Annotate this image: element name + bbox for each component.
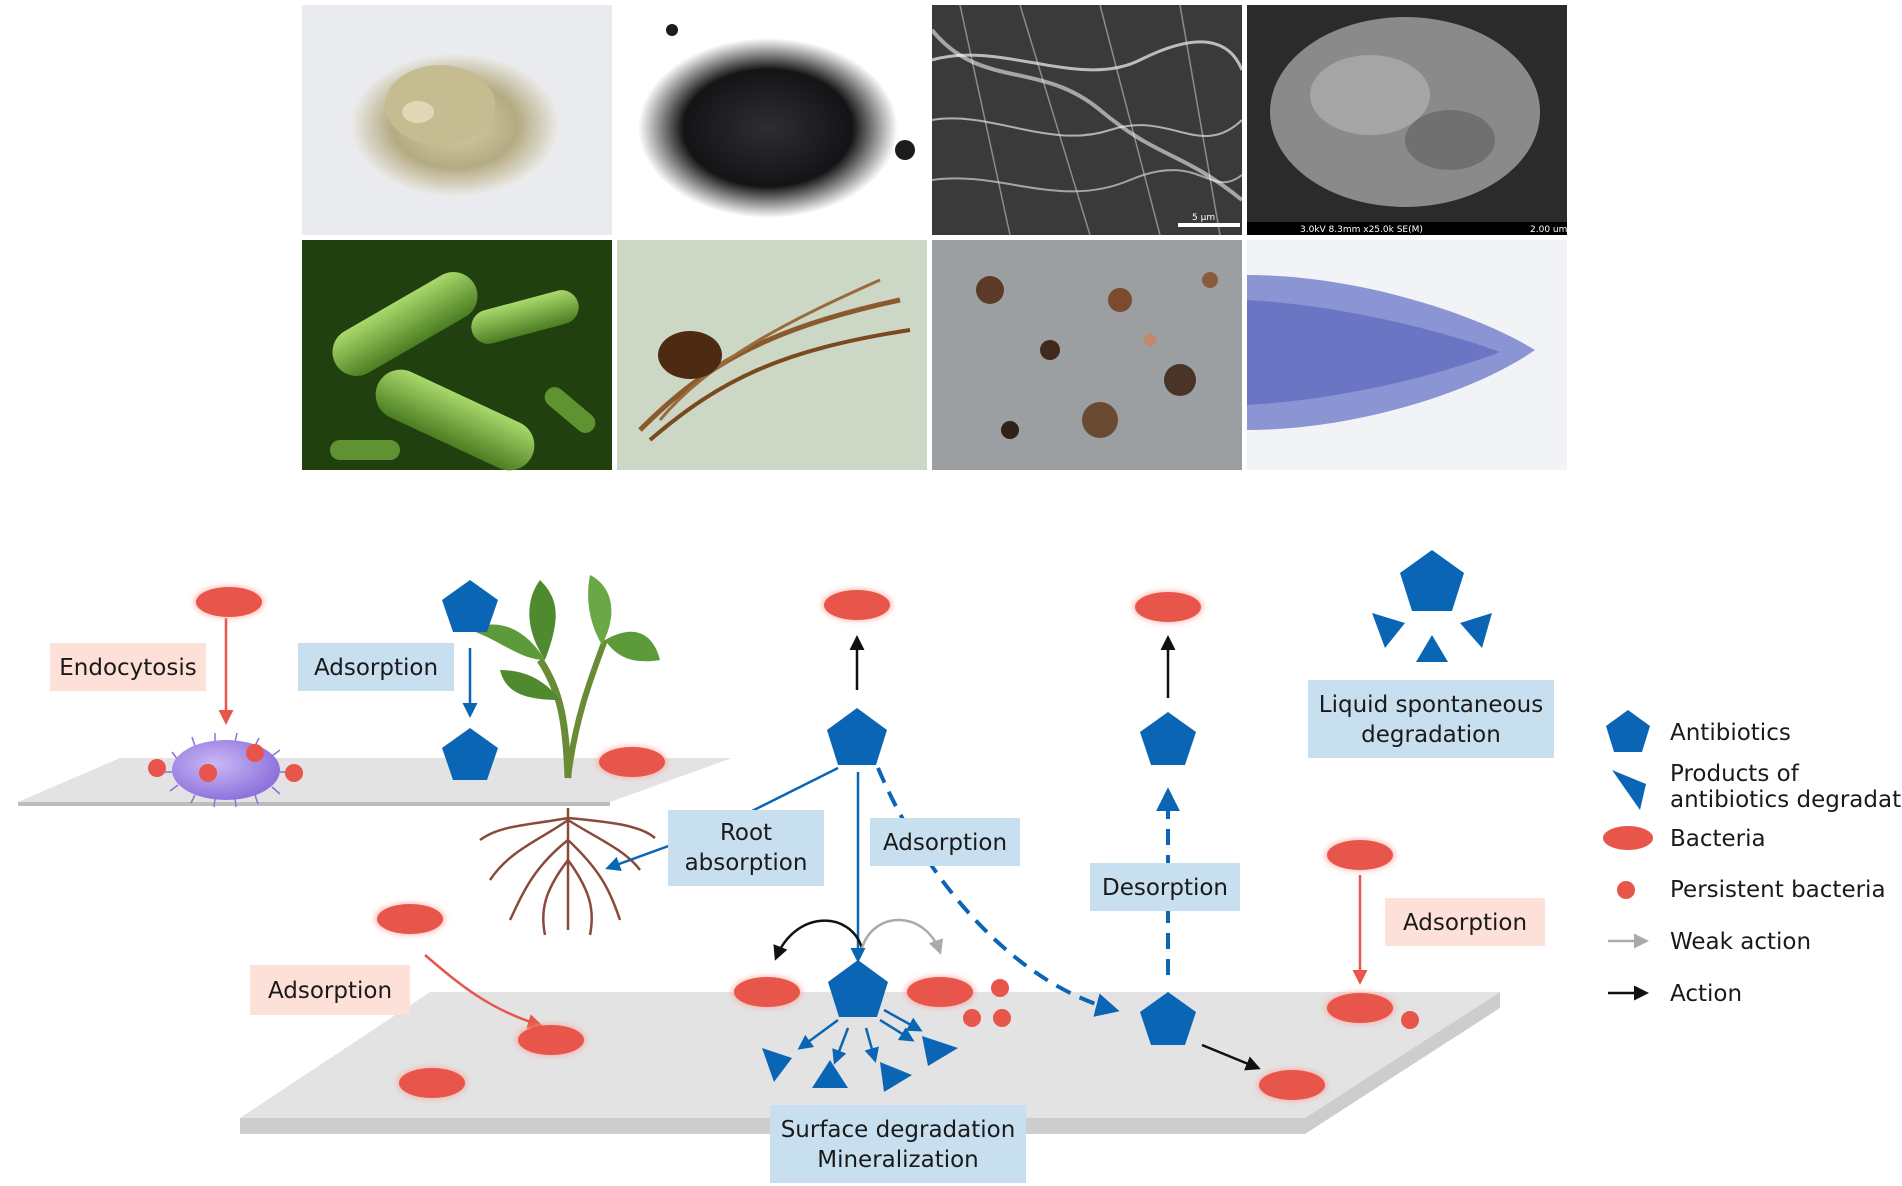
svg-text:Persistent bacteria: Persistent bacteria bbox=[1670, 877, 1886, 903]
bacterium bbox=[397, 1067, 467, 1099]
degradation-product bbox=[922, 1036, 958, 1066]
svg-text:antibiotics degradation: antibiotics degradation bbox=[1670, 787, 1902, 813]
antibiotic bbox=[827, 708, 887, 765]
legend-product-icon bbox=[1612, 770, 1646, 810]
antibiotic bbox=[828, 960, 888, 1017]
label-adsorption-right: Adsorption bbox=[1385, 898, 1545, 946]
bacterium bbox=[822, 589, 892, 621]
root-tip-micrograph bbox=[1247, 240, 1567, 470]
sem-scale-label: 2.00 um bbox=[1530, 225, 1567, 235]
plant-icon bbox=[470, 575, 660, 936]
legend: Antibiotics Products of antibiotics degr… bbox=[1603, 710, 1902, 1007]
legend-weak-action: Weak action bbox=[1608, 929, 1811, 955]
label-liquid-degradation: Liquid spontaneous degradation bbox=[1308, 680, 1554, 758]
legend-antibiotic-icon bbox=[1606, 710, 1650, 752]
svg-text:Endocytosis: Endocytosis bbox=[59, 655, 196, 681]
svg-text:Weak action: Weak action bbox=[1670, 929, 1811, 955]
svg-text:Surface degradation: Surface degradation bbox=[781, 1117, 1016, 1143]
biochar-powder-photo bbox=[617, 5, 927, 235]
bacterium bbox=[732, 976, 802, 1008]
bacteria-group bbox=[194, 586, 1395, 1101]
bacterium bbox=[905, 976, 975, 1008]
degradation-product bbox=[1416, 635, 1448, 662]
persistent-bacterium bbox=[963, 1009, 981, 1027]
legend-persistent-bacteria: Persistent bacteria bbox=[1617, 877, 1886, 903]
rod-bacteria-micrograph bbox=[302, 240, 612, 471]
svg-text:Adsorption: Adsorption bbox=[883, 830, 1007, 856]
svg-text:Adsorption: Adsorption bbox=[314, 655, 438, 681]
svg-text:absorption: absorption bbox=[685, 850, 808, 876]
antibiotic bbox=[1400, 550, 1464, 611]
svg-text:Adsorption: Adsorption bbox=[268, 978, 392, 1004]
label-adsorption-center: Adsorption bbox=[870, 818, 1020, 866]
persistent-bacterium bbox=[991, 979, 1009, 997]
bacterium bbox=[1325, 839, 1395, 871]
persistent-bacterium bbox=[285, 764, 303, 782]
degradation-product bbox=[880, 1062, 912, 1092]
bacterium bbox=[375, 903, 445, 935]
svg-text:Products of: Products of bbox=[1670, 761, 1800, 787]
antibiotic bbox=[442, 728, 498, 780]
label-desorption: Desorption bbox=[1090, 863, 1240, 911]
photo-grid: 5 μm 3.0kV 8.3mm x25.0k SE(M) 2.00 um bbox=[302, 4, 1567, 471]
degradation-product bbox=[762, 1048, 792, 1082]
legend-persistent-icon bbox=[1617, 881, 1635, 899]
label-root-absorption: Root absorption bbox=[668, 810, 824, 886]
label-adsorption-left: Adsorption bbox=[250, 965, 410, 1015]
bacterium bbox=[516, 1024, 586, 1056]
svg-text:Action: Action bbox=[1670, 981, 1742, 1007]
persistent-bacterium bbox=[993, 1009, 1011, 1027]
action-arrow-right bbox=[1201, 1043, 1261, 1071]
fiber-scale-label: 5 μm bbox=[1192, 213, 1215, 223]
action-arc bbox=[773, 919, 864, 961]
bacterium bbox=[597, 746, 667, 778]
label-endocytosis: Endocytosis bbox=[50, 643, 206, 691]
degradation-product bbox=[812, 1060, 848, 1088]
svg-text:Root: Root bbox=[720, 820, 772, 846]
soil-particles-micrograph bbox=[932, 240, 1242, 470]
degradation-product bbox=[1460, 613, 1492, 648]
label-surface-degradation: Surface degradation Mineralization bbox=[770, 1105, 1026, 1183]
legend-bacteria: Bacteria bbox=[1603, 826, 1766, 852]
antibiotic bbox=[1140, 992, 1196, 1045]
legend-action: Action bbox=[1608, 981, 1742, 1007]
left-adsorption-arrow bbox=[424, 954, 543, 1029]
degradation-products-group bbox=[762, 613, 1492, 1092]
fungal-hyphae-micrograph bbox=[617, 240, 927, 470]
svg-text:Mineralization: Mineralization bbox=[817, 1147, 979, 1173]
persistent-bacteria-group bbox=[148, 744, 1419, 1029]
svg-text:Desorption: Desorption bbox=[1102, 875, 1228, 901]
weak-action-arc bbox=[860, 918, 944, 955]
bacterium bbox=[1325, 992, 1395, 1024]
legend-bacteria-icon bbox=[1603, 826, 1653, 850]
dashed-transport-arrow bbox=[876, 767, 1120, 1017]
svg-text:Antibiotics: Antibiotics bbox=[1670, 720, 1791, 746]
fibrous-sem-micrograph: 5 μm bbox=[930, 4, 1244, 236]
legend-antibiotics: Antibiotics bbox=[1606, 710, 1791, 752]
clay-mineral-powder-photo bbox=[302, 5, 612, 235]
svg-text:Liquid spontaneous: Liquid spontaneous bbox=[1319, 692, 1543, 718]
bacterium bbox=[194, 586, 264, 618]
antibiotics-group bbox=[442, 550, 1464, 1045]
svg-text:Adsorption: Adsorption bbox=[1403, 910, 1527, 936]
sem-info-label: 3.0kV 8.3mm x25.0k SE(M) bbox=[1300, 225, 1423, 235]
svg-text:degradation: degradation bbox=[1361, 722, 1501, 748]
particle-sem-micrograph: 3.0kV 8.3mm x25.0k SE(M) 2.00 um bbox=[1247, 5, 1567, 235]
antibiotic bbox=[1140, 712, 1196, 765]
persistent-bacterium bbox=[199, 764, 217, 782]
degradation-product bbox=[1372, 613, 1405, 648]
svg-text:Bacteria: Bacteria bbox=[1670, 826, 1766, 852]
antibiotic bbox=[442, 580, 498, 632]
legend-products: Products of antibiotics degradation bbox=[1612, 761, 1902, 813]
persistent-bacterium bbox=[148, 759, 166, 777]
persistent-bacterium bbox=[1401, 1011, 1419, 1029]
degradation-arrows bbox=[797, 1008, 923, 1065]
persistent-bacterium bbox=[246, 744, 264, 762]
bacterium bbox=[1133, 591, 1203, 623]
bacterium bbox=[1257, 1069, 1327, 1101]
label-adsorption-upper: Adsorption bbox=[298, 643, 454, 691]
